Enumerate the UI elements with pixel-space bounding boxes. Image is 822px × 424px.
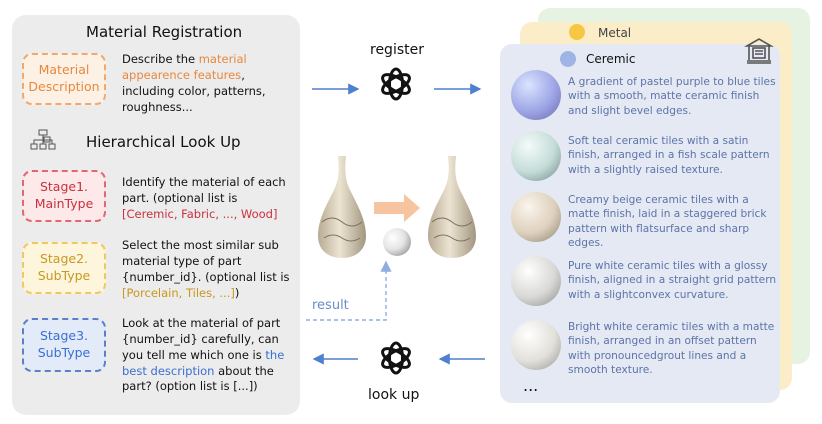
material-item-desc-3: Creamy beige ceramic tiles with a matte … <box>568 194 767 249</box>
material-description-box: Material Description <box>22 53 106 105</box>
register-label: register <box>370 42 424 58</box>
metal-label: Metal <box>598 26 632 40</box>
material-item-desc-1: A gradient of pastel purple to blue tile… <box>568 76 776 117</box>
textured-vase <box>428 156 476 258</box>
result-arrow <box>306 260 392 321</box>
stage3-box: Stage3. SubType <box>22 318 106 372</box>
material-item-desc-5: Bright white ceramic tiles with a matte … <box>568 321 775 376</box>
stage1-list: [Ceremic, Fabric, ..., Wood] <box>122 206 278 221</box>
stage2-box: Stage2. SubType <box>22 242 106 294</box>
stage2-list: [Porcelain, Tiles, ...] <box>122 285 235 300</box>
library-icon <box>744 38 774 64</box>
material-swatch-3 <box>511 192 561 242</box>
material-item-desc-2: Soft teal ceramic tiles with a satin fin… <box>568 135 770 176</box>
original-vase <box>318 156 366 258</box>
stage2-text: Select the most similar sub material typ… <box>122 238 292 301</box>
material-swatch-1 <box>511 70 561 120</box>
registration-title: Material Registration <box>86 23 243 41</box>
material-desc-post: , including color, patterns, roughness..… <box>122 67 266 114</box>
material-sphere <box>383 228 411 256</box>
openai-logo-icon <box>381 341 411 375</box>
stage3-text: Look at the material of part {number_id}… <box>122 316 292 395</box>
stage2-tail: ) <box>234 285 240 300</box>
material-desc-highlight: material appearence features <box>122 52 247 82</box>
more-items-ellipsis: ... <box>523 376 539 395</box>
material-item-desc-4: Pure white ceramic tiles with a glossy f… <box>568 260 777 301</box>
stage1-desc: Identify the material of each part. (opt… <box>122 175 286 205</box>
material-desc-pre: Describe the <box>122 52 199 66</box>
material-swatch-5 <box>511 320 561 370</box>
material-description-text: Describe the material appearence feature… <box>122 52 292 115</box>
openai-logo-icon <box>381 67 411 101</box>
hierarchy-icon <box>30 129 56 150</box>
flow-arrows <box>306 83 485 365</box>
lookup-label: look up <box>368 387 420 403</box>
ceramic-dot-icon <box>560 51 576 67</box>
stage2-desc: Select the most similar sub material typ… <box>122 238 290 284</box>
result-label: result <box>312 298 349 313</box>
metal-dot-icon <box>569 24 585 40</box>
vase-illustration <box>318 156 476 258</box>
stage3-highlight: the best description <box>122 347 285 378</box>
stage3-desc-pre: Look at the material of part {number_id}… <box>122 316 281 362</box>
stage1-box: Stage1. MainType <box>22 170 106 222</box>
transform-arrow <box>374 194 420 222</box>
stage3-desc-post: about the part? (option list is [...]) <box>122 363 274 394</box>
material-swatch-2 <box>511 131 561 181</box>
lookup-title: Hierarchical Look Up <box>86 133 241 151</box>
ceramic-label: Ceremic <box>586 52 636 66</box>
stage1-text: Identify the material of each part. (opt… <box>122 175 292 223</box>
material-swatch-4 <box>511 256 561 306</box>
